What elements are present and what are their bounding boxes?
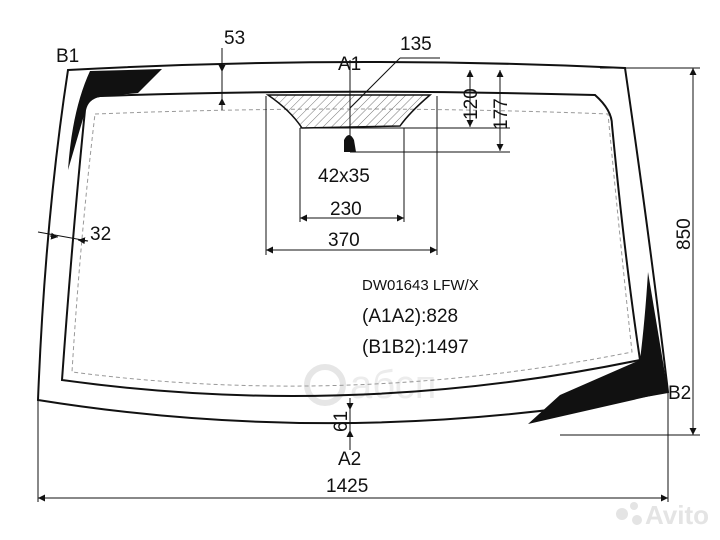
dim-61-label: 61 xyxy=(331,411,352,432)
dim-1425-label: 1425 xyxy=(326,476,368,497)
glass-inner-outline xyxy=(60,90,642,397)
product-code: DW01643 LFW/X xyxy=(362,277,479,294)
spec-b1b2: (B1B2):1497 xyxy=(362,337,469,358)
dim-177-label: 177 xyxy=(491,98,512,130)
dim-370-label: 370 xyxy=(328,230,360,251)
frit-bottom-right xyxy=(528,272,668,424)
dimension-lines xyxy=(37,48,700,502)
brand-watermark: абсп xyxy=(304,363,436,407)
dim-53-label: 53 xyxy=(224,28,245,49)
spec-a1a2: (A1A2):828 xyxy=(362,306,458,327)
point-a1-label: A1 xyxy=(338,54,361,75)
dim-850-label: 850 xyxy=(674,218,695,250)
avito-watermark: Avito xyxy=(616,500,709,530)
point-b1-label: B1 xyxy=(56,46,79,67)
dim-230-label: 230 xyxy=(330,199,362,220)
hatched-band xyxy=(265,94,433,129)
point-b2-label: B2 xyxy=(668,383,691,404)
dim-mirror-label: 42x35 xyxy=(318,166,370,187)
dim-135-label: 135 xyxy=(400,34,432,55)
point-a2-label: A2 xyxy=(338,449,361,470)
svg-text:абсп: абсп xyxy=(350,363,436,407)
frit-top-left xyxy=(68,69,162,170)
dim-120-label: 120 xyxy=(461,88,482,120)
svg-text:Avito: Avito xyxy=(645,500,709,530)
dim-32-label: 32 xyxy=(90,224,111,245)
mirror-mount xyxy=(344,135,356,152)
